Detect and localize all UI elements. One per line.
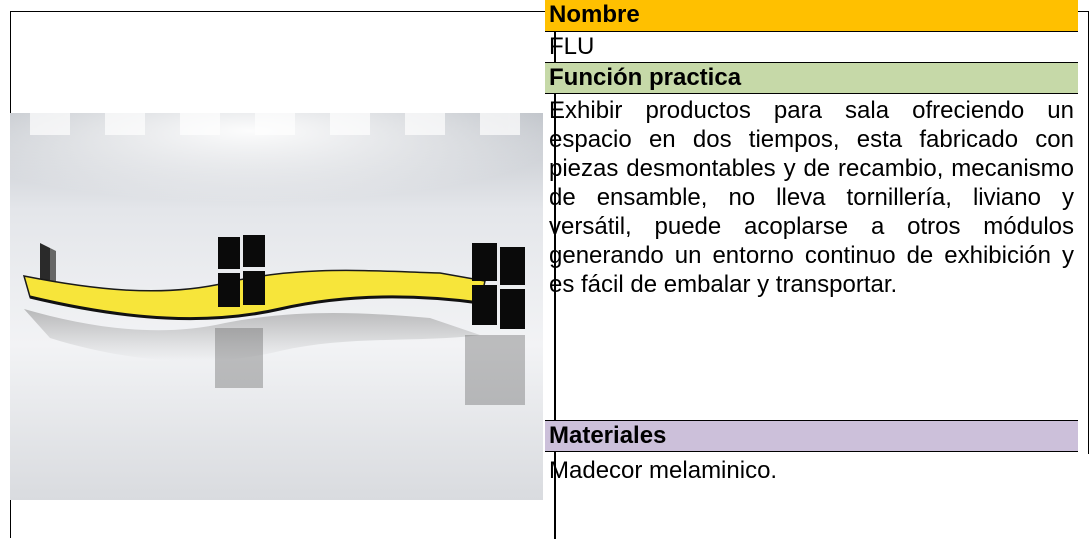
product-render-image [10,113,543,500]
funcion-value-row: Exhibir productos para sala ofreciendo u… [545,94,1078,421]
funcion-description: Exhibir productos para sala ofreciendo u… [549,96,1074,299]
funcion-label: Función practica [549,64,741,91]
materiales-value-row: Madecor melaminico. [545,452,1078,492]
nombre-value-row: FLU [545,32,1078,63]
nombre-value: FLU [549,33,594,60]
nombre-label: Nombre [549,1,640,28]
funcion-header: Función practica [545,63,1078,94]
materiales-label: Materiales [549,422,666,449]
nombre-header: Nombre [545,0,1078,32]
materiales-value: Madecor melaminico. [549,456,1074,486]
materiales-header: Materiales [545,421,1078,452]
